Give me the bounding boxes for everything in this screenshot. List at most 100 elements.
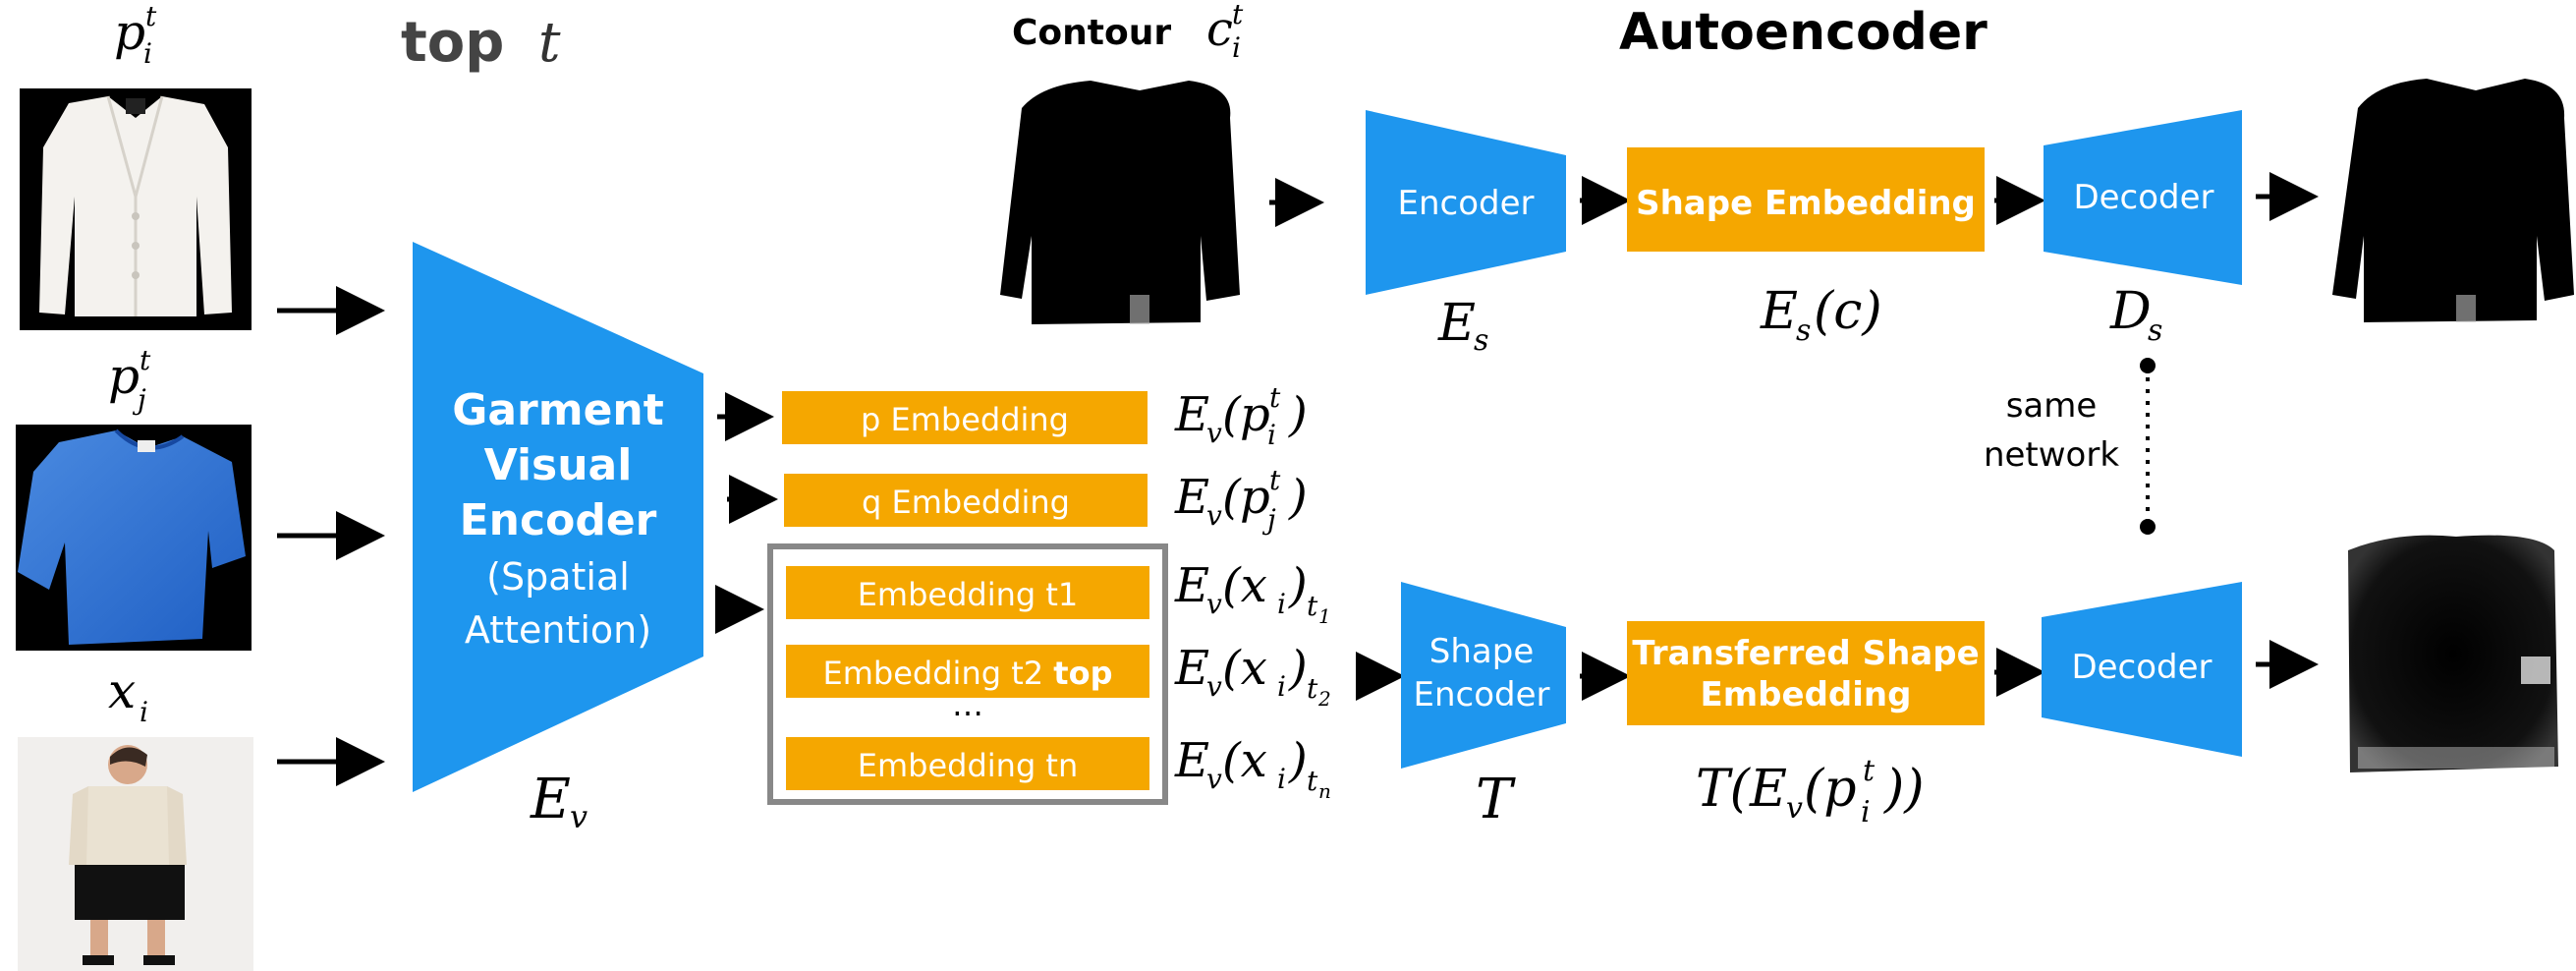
svg-text:i: i xyxy=(140,696,148,728)
svg-text:(: ( xyxy=(1222,470,1242,525)
garment-visual-encoder: Garment Visual Encoder (Spatial Attentio… xyxy=(413,242,703,792)
same-network-dot-bottom xyxy=(2140,519,2156,535)
svg-text:Shape: Shape xyxy=(1429,632,1534,671)
svg-text:E: E xyxy=(1174,387,1209,442)
q-embedding: q Embedding xyxy=(784,474,1148,527)
svg-text:t: t xyxy=(1269,381,1281,414)
same-network-label-line1: same xyxy=(2006,386,2098,426)
svg-text:Garment: Garment xyxy=(452,385,664,435)
svg-text:(: ( xyxy=(1222,387,1242,442)
svg-text:Shape Embedding: Shape Embedding xyxy=(1636,184,1976,223)
svg-text:s: s xyxy=(1474,323,1488,358)
svg-text:p: p xyxy=(1240,470,1270,525)
svg-text:)): )) xyxy=(1883,760,1925,819)
t-embeddings-box xyxy=(767,543,1168,805)
svg-text:v: v xyxy=(1206,763,1222,795)
label-pj: p j t xyxy=(108,344,151,416)
top-label: top xyxy=(401,11,504,75)
embedding-t2-top: Embedding t2 top xyxy=(786,645,1149,698)
svg-text:t: t xyxy=(1307,672,1318,705)
same-network-label-line2: network xyxy=(1984,435,2119,475)
svg-text:v: v xyxy=(570,798,588,835)
svg-text:i: i xyxy=(143,37,152,70)
svg-text:Encoder: Encoder xyxy=(1397,184,1534,223)
svg-text:p: p xyxy=(108,348,140,405)
es-c-math: E s (c) xyxy=(1760,282,1882,348)
svg-text:i: i xyxy=(1267,419,1276,451)
contour-label: Contour xyxy=(1012,13,1171,53)
encoder-es: Encoder xyxy=(1366,110,1566,295)
svg-text:T(E: T(E xyxy=(1696,760,1787,819)
svg-text:(x: (x xyxy=(1222,733,1267,788)
embedding-tn: Embedding tn xyxy=(786,737,1149,790)
svg-text:E: E xyxy=(1760,282,1798,341)
math-ev-xi-t1: E v (x i ) t 1 xyxy=(1174,558,1331,628)
svg-text:E: E xyxy=(1174,733,1209,788)
svg-text:(x: (x xyxy=(1222,558,1267,613)
svg-text:Visual: Visual xyxy=(484,440,633,490)
svg-text:Encoder: Encoder xyxy=(460,495,657,545)
svg-text:(p: (p xyxy=(1804,760,1857,819)
label-xi: x i xyxy=(108,662,148,728)
ev-symbol: E v xyxy=(530,768,588,835)
input-image-cardigan xyxy=(20,88,252,330)
svg-text:q Embedding: q Embedding xyxy=(862,484,1070,521)
svg-text:2: 2 xyxy=(1317,687,1331,711)
svg-text:n: n xyxy=(1318,779,1331,803)
svg-text:Decoder: Decoder xyxy=(2071,648,2212,687)
transferred-output-image xyxy=(2348,535,2558,772)
svg-text:(c): (c) xyxy=(1814,282,1882,341)
contour-var: c xyxy=(1206,2,1233,57)
svg-text:Decoder: Decoder xyxy=(2073,178,2213,217)
contour-image xyxy=(1000,81,1240,324)
contour-var-sub: i xyxy=(1232,31,1241,64)
svg-text:p: p xyxy=(114,4,145,61)
svg-text:v: v xyxy=(1206,670,1222,703)
label-pi: p i t xyxy=(114,0,157,70)
svg-text:Attention): Attention) xyxy=(465,608,651,652)
svg-text:p: p xyxy=(1240,387,1270,442)
svg-text:i: i xyxy=(1277,763,1286,795)
svg-text:t: t xyxy=(1863,754,1876,788)
svg-text:t: t xyxy=(1307,765,1318,797)
svg-text:Embedding t1: Embedding t1 xyxy=(858,576,1079,613)
decoder-ds: Decoder xyxy=(2044,110,2242,285)
p-embedding: p Embedding xyxy=(782,391,1148,444)
svg-text:t: t xyxy=(145,0,157,32)
svg-text:E: E xyxy=(1174,558,1209,613)
svg-text:E: E xyxy=(1174,641,1209,696)
svg-text:t: t xyxy=(140,344,151,376)
svg-text:(x: (x xyxy=(1222,641,1267,696)
reconstructed-contour-image xyxy=(2332,79,2574,322)
svg-text:s: s xyxy=(2148,314,2162,348)
math-ev-xi-t2: E v (x i ) t 2 xyxy=(1174,641,1331,711)
svg-text:Embedding tn: Embedding tn xyxy=(858,747,1079,784)
svg-text:Transferred Shape: Transferred Shape xyxy=(1632,634,1979,673)
svg-text:v: v xyxy=(1786,791,1803,826)
transferred-shape-embedding: Transferred Shape Embedding xyxy=(1627,621,1985,725)
svg-text:t: t xyxy=(1269,464,1281,496)
ds-symbol: D s xyxy=(2109,282,2162,348)
svg-text:Embedding t2 top: Embedding t2 top xyxy=(823,655,1113,692)
svg-text:t: t xyxy=(1307,590,1318,622)
svg-text:x: x xyxy=(108,662,136,719)
embedding-t1: Embedding t1 xyxy=(786,566,1149,619)
svg-text:1: 1 xyxy=(1318,604,1331,628)
svg-text:v: v xyxy=(1206,588,1222,620)
svg-text:Encoder: Encoder xyxy=(1413,675,1549,714)
autoencoder-title: Autoencoder xyxy=(1619,3,1988,62)
contour-var-sup: t xyxy=(1232,0,1244,30)
svg-text:s: s xyxy=(1796,314,1811,348)
math-ev-xi-tn: E v (x i ) t n xyxy=(1174,733,1331,803)
svg-text:v: v xyxy=(1206,417,1222,449)
svg-text:E: E xyxy=(1437,294,1476,353)
svg-text:p Embedding: p Embedding xyxy=(861,401,1069,438)
svg-text:E: E xyxy=(1174,470,1209,525)
svg-text:(Spatial: (Spatial xyxy=(486,555,630,599)
svg-text:): ) xyxy=(1288,641,1308,696)
svg-text:): ) xyxy=(1288,558,1308,613)
input-image-blue-sweater xyxy=(16,425,252,651)
embedding-dots: … xyxy=(952,686,983,723)
svg-text:E: E xyxy=(530,768,571,831)
